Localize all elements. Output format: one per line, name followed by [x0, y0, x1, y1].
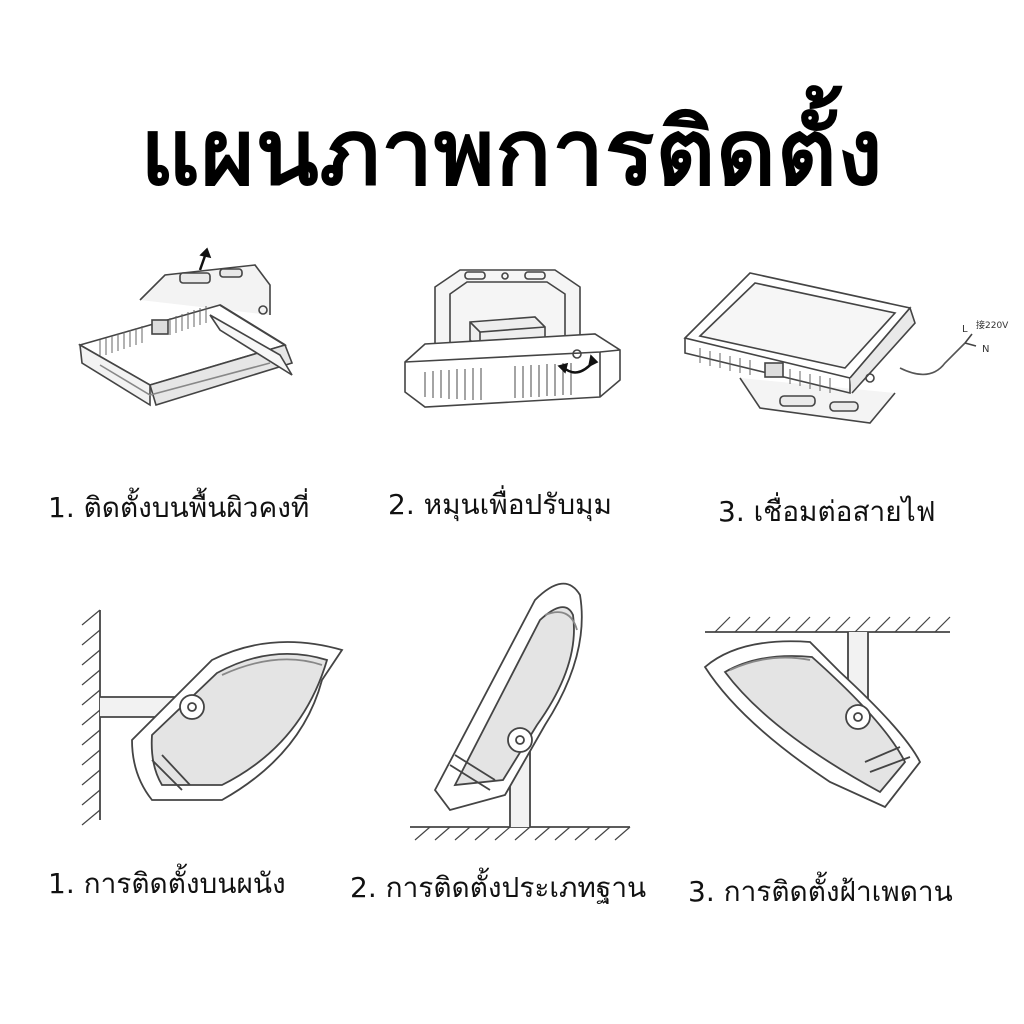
figure-base-mount: [405, 575, 635, 845]
wire-power-label: 接220V: [976, 319, 1009, 331]
figure-ceiling-mount: [700, 612, 960, 817]
page-title: แผนภาพการติดตั้ง: [140, 99, 884, 206]
figure-wall-mount: [72, 605, 352, 835]
floodlight-surface-mount-drawing: [77, 247, 294, 407]
caption-wiring: 3. เชื่อมต่อสายไฟ: [718, 495, 936, 528]
caption-ceiling-mount: 3. การติดตั้งฝ้าเพดาน: [688, 875, 953, 908]
caption-surface-mount: 1. ติดตั้งบนพื้นผิวคงที่: [48, 491, 310, 524]
caption-rotate-adjust: 2. หมุนเพื่อปรับมุม: [388, 488, 613, 521]
floodlight-base-mount-drawing: [410, 582, 631, 841]
figure-rotate-adjust: [395, 262, 635, 422]
floodlight-ceiling-mount-drawing: [703, 616, 951, 809]
floodlight-wall-mount-drawing: [81, 609, 344, 826]
caption-base-mount: 2. การติดตั้งประเภทฐาน: [350, 871, 647, 904]
caption-wall-mount: 1. การติดตั้งบนผนัง: [48, 867, 286, 900]
floodlight-wiring-drawing: 接220V L N: [683, 272, 1009, 424]
figure-surface-mount: [70, 245, 330, 420]
floodlight-rotate-drawing: [404, 269, 621, 408]
wire-live-label: L: [962, 324, 968, 335]
wire-neutral-label: N: [982, 344, 989, 355]
figure-wiring: 接220V L N: [680, 268, 1024, 438]
